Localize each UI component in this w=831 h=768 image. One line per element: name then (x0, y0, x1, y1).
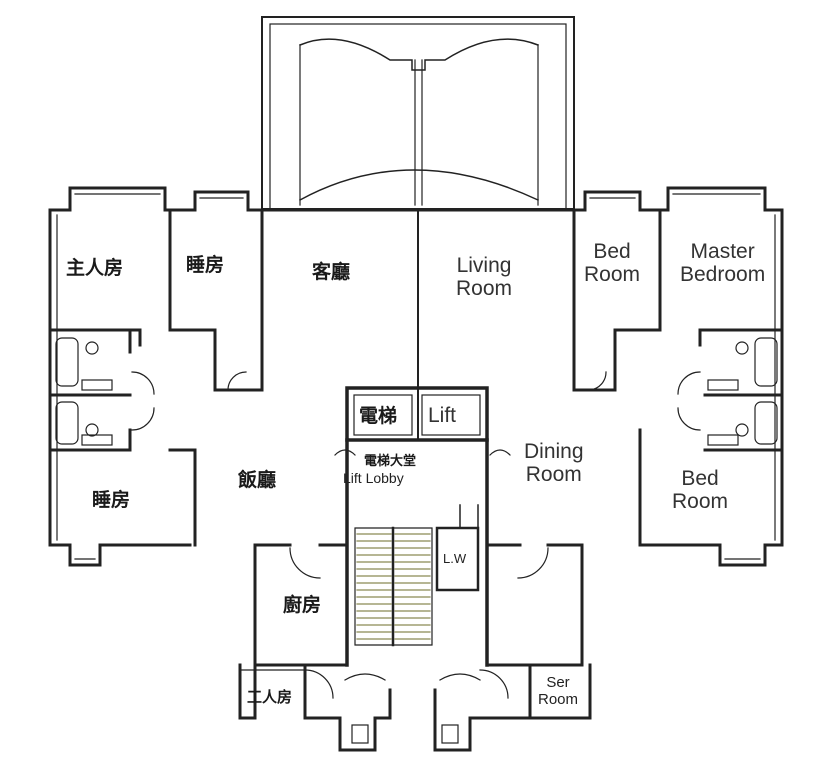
label-master-bedroom-zh: 主人房 (66, 257, 124, 279)
label-dining-room-en: Dining Room (524, 440, 584, 486)
label-lift-zh: 電梯 (359, 405, 398, 427)
living-line2: Room (456, 277, 513, 301)
outer-wall-inner-lines (56, 193, 776, 560)
bed-lower-line1: Bed (681, 467, 719, 490)
lift-core (334, 386, 511, 667)
interior-walls-right (572, 208, 784, 547)
label-bedroom-lower-zh: 睡房 (92, 489, 131, 511)
label-living-room-zh: 客廳 (312, 261, 351, 283)
label-dining-room-zh: 飯廳 (238, 469, 277, 491)
label-lift-lobby-en: Lift Lobby (343, 470, 404, 486)
dining-line2: Room (525, 463, 582, 487)
bathroom-fixtures-left (55, 337, 247, 446)
label-living-room-en: Living Room (456, 254, 512, 300)
label-worker-room-zh: 工人房 (247, 688, 293, 706)
master-line2: Bedroom (680, 263, 766, 287)
laundry-room (435, 504, 480, 592)
dining-line1: Dining (524, 440, 584, 463)
label-bed-room-upper-en: Bed Room (584, 240, 640, 286)
label-bedroom-upper-zh: 睡房 (186, 254, 225, 276)
outer-walls (48, 186, 784, 567)
bed-lower-line2: Room (672, 490, 729, 514)
staircase (354, 526, 433, 647)
bed-upper-line2: Room (584, 263, 641, 287)
label-lift-lobby-zh: 電梯大堂 (364, 454, 417, 469)
label-bed-room-lower-en: Bed Room (672, 467, 728, 513)
label-laundry: L.W (443, 551, 467, 566)
living-line1: Living (456, 254, 512, 277)
bed-upper-line1: Bed (593, 240, 631, 263)
bathroom-fixtures-right (589, 337, 778, 446)
stair-treads (356, 533, 431, 640)
interior-walls-left (48, 208, 264, 547)
balcony (261, 16, 575, 210)
service-walls (238, 543, 592, 752)
label-servant-room: Ser Room (538, 674, 579, 708)
master-line1: Master (690, 240, 755, 263)
label-kitchen-zh: 廚房 (283, 594, 322, 616)
label-lift-en: Lift (428, 404, 457, 427)
ser-line2: Room (538, 690, 579, 708)
ser-line1: Ser (546, 674, 570, 691)
door-swings-service (239, 547, 549, 744)
label-master-bedroom-en: Master Bedroom (680, 240, 765, 286)
